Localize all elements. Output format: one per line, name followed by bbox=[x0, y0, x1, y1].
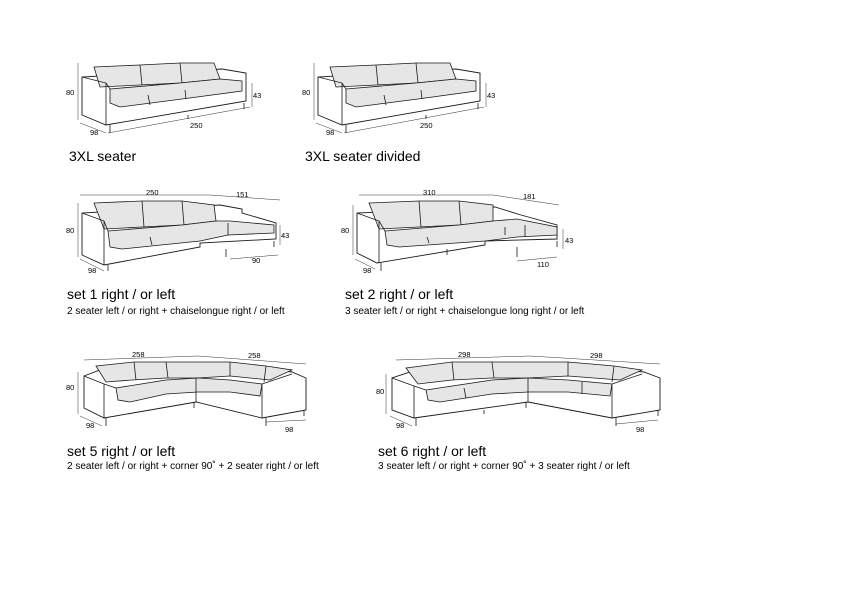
product-title: 3XL seater divided bbox=[305, 148, 421, 164]
dim-chaise-width: 110 bbox=[537, 260, 549, 269]
dim-seat-height: 43 bbox=[281, 231, 289, 240]
dim-height: 80 bbox=[376, 387, 384, 396]
dim-depth: 98 bbox=[396, 421, 404, 430]
dim-height: 80 bbox=[66, 383, 74, 392]
sofa-drawing-set-6: 298 298 80 98 98 bbox=[376, 348, 668, 440]
dim-depth: 98 bbox=[86, 421, 94, 430]
dim-right-width: 298 bbox=[590, 351, 603, 360]
dim-height: 80 bbox=[302, 88, 310, 97]
dim-depth: 98 bbox=[90, 128, 98, 137]
dim-right-depth: 98 bbox=[636, 425, 644, 434]
dim-height: 80 bbox=[66, 226, 74, 235]
dim-seat-height: 43 bbox=[487, 91, 495, 100]
product-title: set 1 right / or left bbox=[67, 286, 176, 302]
dim-width: 250 bbox=[146, 188, 159, 197]
dim-depth: 98 bbox=[326, 128, 334, 137]
product-title: set 5 right / or left bbox=[67, 443, 176, 459]
dim-chaise-length: 151 bbox=[236, 190, 249, 199]
dim-chaise-length: 181 bbox=[523, 192, 536, 201]
sofa-drawing-set-2: 310 181 80 43 98 110 bbox=[341, 185, 585, 277]
dim-depth: 98 bbox=[88, 266, 96, 275]
dim-width: 250 bbox=[420, 121, 433, 130]
sofa-drawing-set-1: 250 151 80 43 98 90 bbox=[66, 185, 300, 277]
product-subtitle: 2 seater left / or right + corner 90˚ + … bbox=[67, 461, 319, 472]
dim-width: 250 bbox=[190, 121, 203, 130]
dim-seat-height: 43 bbox=[565, 236, 573, 245]
product-subtitle: 3 seater left / or right + chaiselongue … bbox=[345, 306, 585, 317]
dim-width: 310 bbox=[423, 188, 436, 197]
sofa-drawing-3xl-seater-divided: 80 43 98 250 bbox=[302, 55, 506, 145]
dim-depth: 98 bbox=[363, 266, 371, 275]
product-subtitle: 2 seater left / or right + chaiselongue … bbox=[67, 306, 285, 317]
sofa-drawing-set-5: 258 258 80 98 98 bbox=[66, 348, 320, 440]
sofa-drawing-3xl-seater: 80 43 98 250 bbox=[66, 55, 270, 145]
dim-height: 80 bbox=[341, 226, 349, 235]
product-title: set 2 right / or left bbox=[345, 286, 454, 302]
dim-left-width: 298 bbox=[458, 350, 471, 359]
product-subtitle: 3 seater left / or right + corner 90˚ + … bbox=[378, 461, 630, 472]
dim-right-width: 258 bbox=[248, 351, 261, 360]
dim-height: 80 bbox=[66, 88, 74, 97]
dim-seat-height: 43 bbox=[253, 91, 261, 100]
dim-left-width: 258 bbox=[132, 350, 145, 359]
dim-chaise-width: 90 bbox=[252, 256, 260, 265]
product-title: 3XL seater bbox=[69, 148, 137, 164]
dim-right-depth: 98 bbox=[285, 425, 293, 434]
product-title: set 6 right / or left bbox=[378, 443, 487, 459]
